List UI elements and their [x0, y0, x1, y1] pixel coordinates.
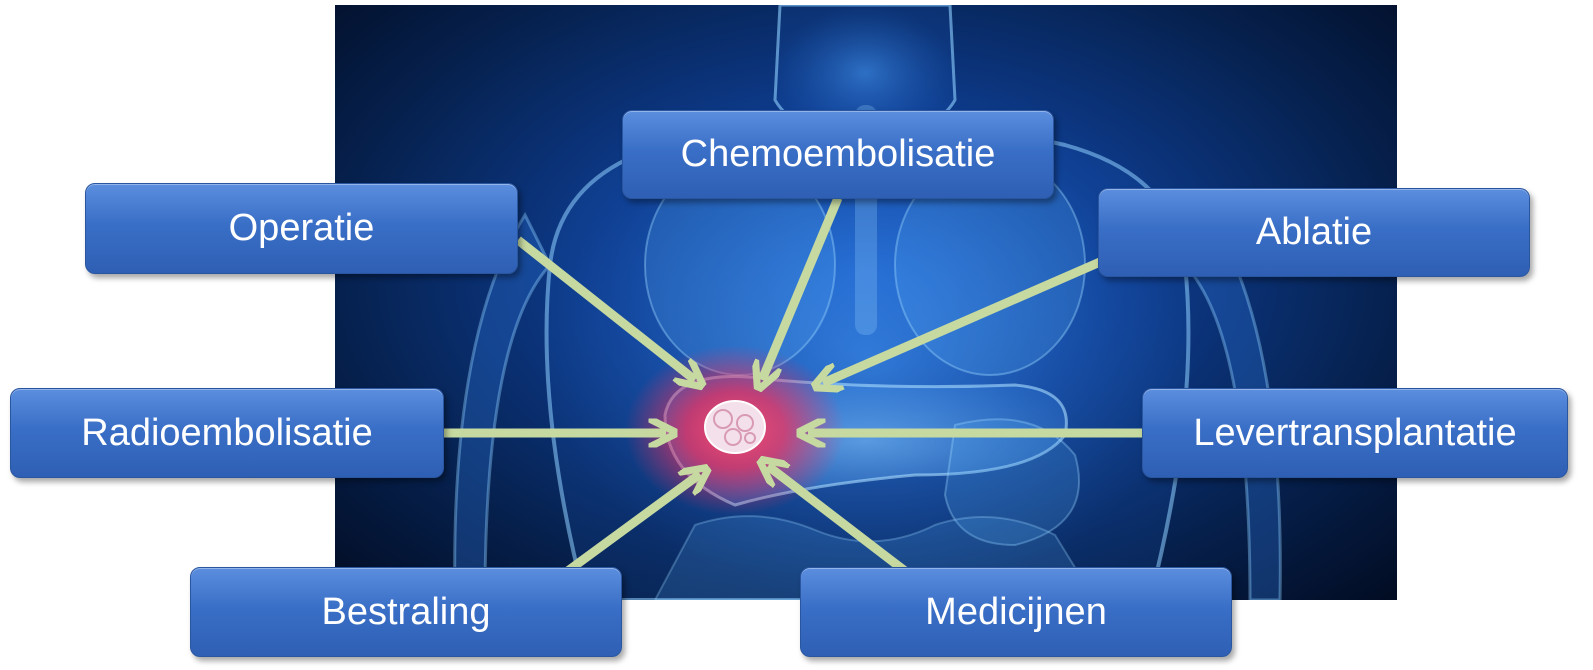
bestraling-box[interactable]: Bestraling	[190, 567, 622, 657]
anatomy-illustration	[335, 5, 1397, 600]
medicijnen-box[interactable]: Medicijnen	[800, 567, 1232, 657]
tumor-icon	[705, 401, 765, 453]
medicijnen-label: Medicijnen	[925, 591, 1107, 634]
operatie-box[interactable]: Operatie	[85, 183, 518, 274]
bestraling-label: Bestraling	[322, 591, 491, 634]
ablatie-label: Ablatie	[1256, 211, 1372, 254]
body-torso-image	[335, 5, 1397, 600]
levertransplantatie-label: Levertransplantatie	[1193, 412, 1516, 455]
chemoembolisatie-box[interactable]: Chemoembolisatie	[622, 110, 1054, 199]
ablatie-box[interactable]: Ablatie	[1098, 188, 1530, 277]
radioembolisatie-label: Radioembolisatie	[81, 412, 373, 455]
operatie-label: Operatie	[229, 207, 375, 250]
chemoembolisatie-label: Chemoembolisatie	[681, 133, 996, 176]
levertransplantatie-box[interactable]: Levertransplantatie	[1142, 388, 1568, 478]
radioembolisatie-box[interactable]: Radioembolisatie	[10, 388, 444, 478]
